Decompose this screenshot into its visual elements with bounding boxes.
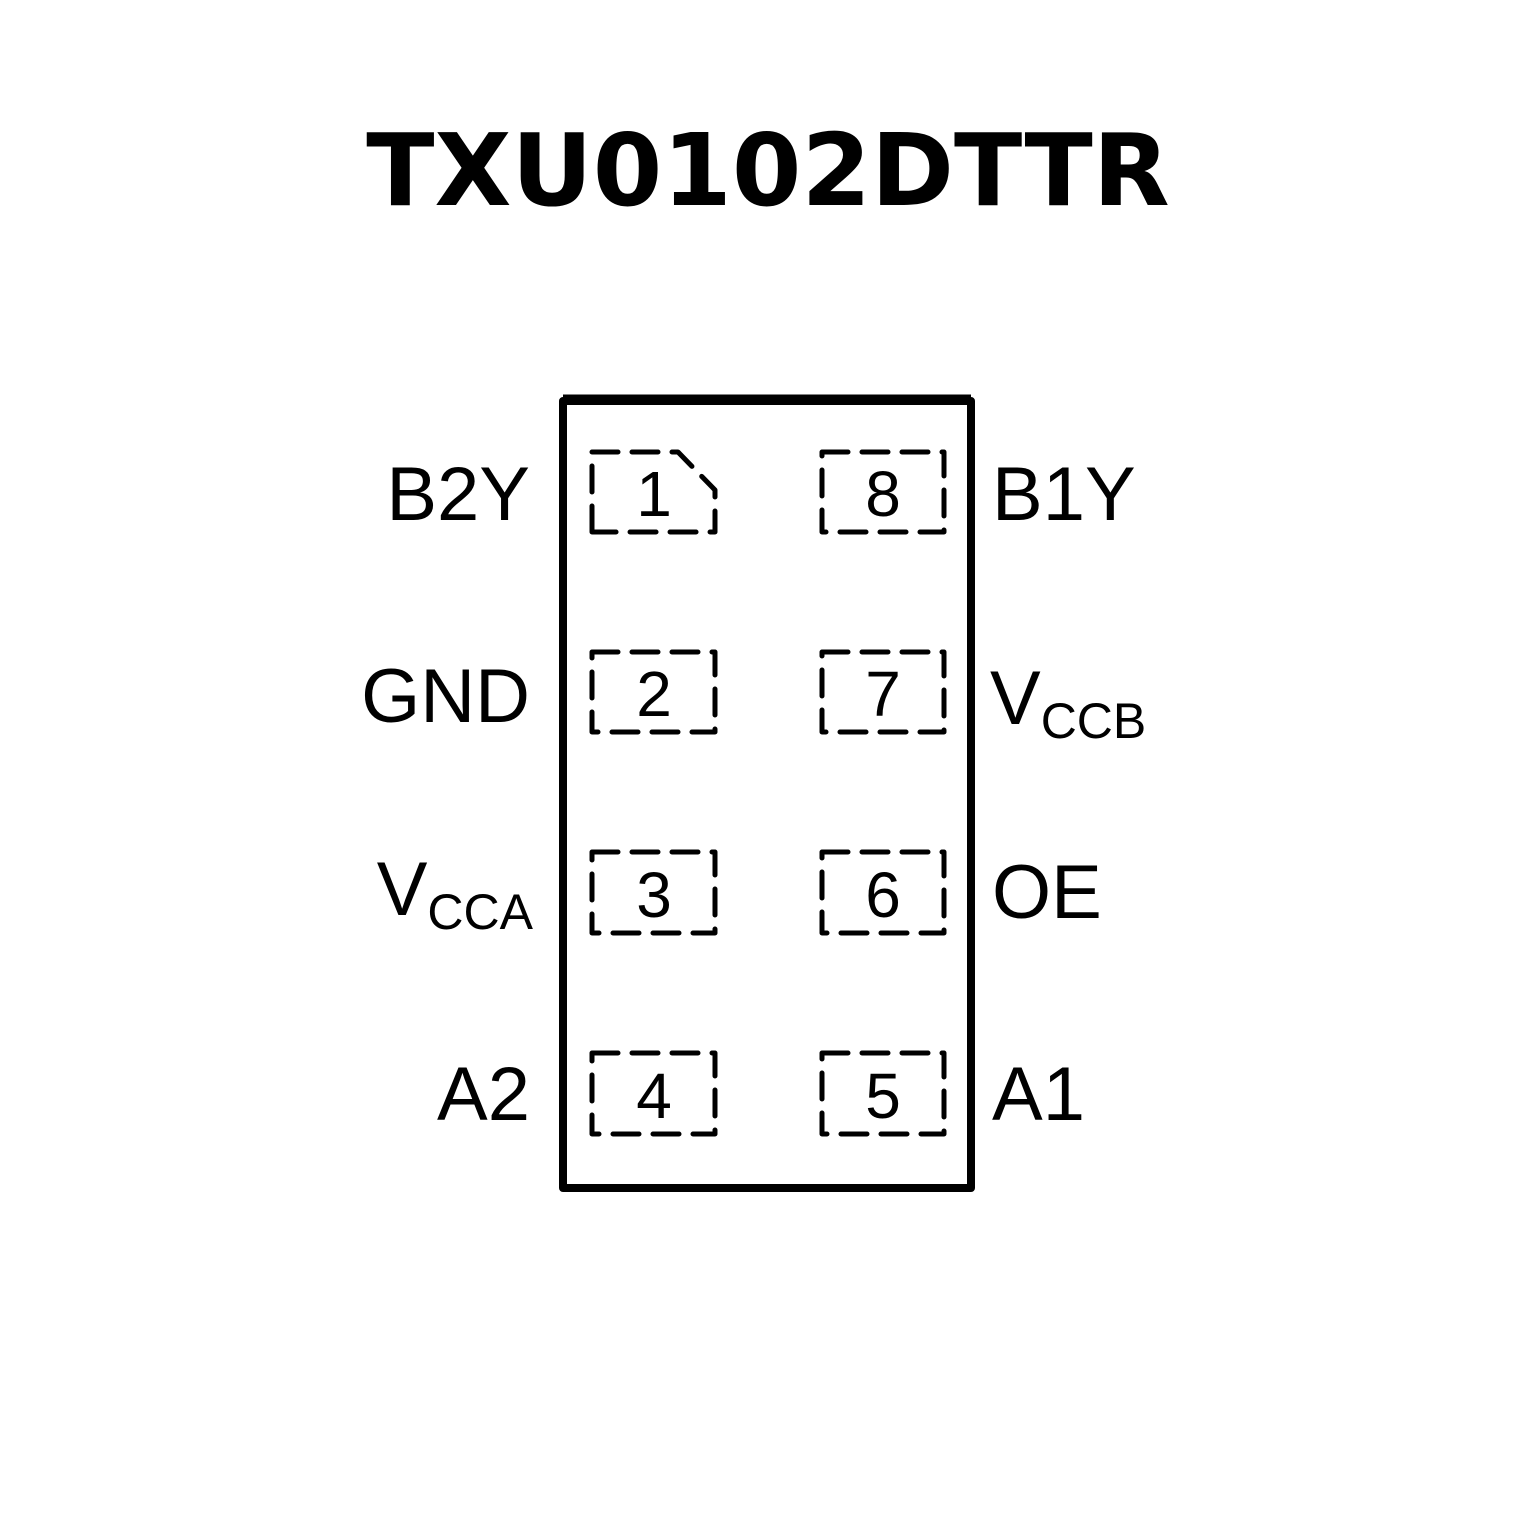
pin-number-2: 2: [636, 658, 672, 730]
pad-7: [819, 649, 947, 735]
pin-label-1: B2Y: [386, 452, 530, 537]
pin-number-8: 8: [865, 458, 901, 530]
pin-number-4: 4: [636, 1060, 672, 1132]
pin-label-6: OE: [992, 850, 1102, 935]
pin-label-3: VCCA: [377, 847, 534, 940]
pin-label-4: A2: [437, 1052, 530, 1137]
pad-3: [589, 849, 718, 936]
pad-6: [819, 849, 947, 936]
pin-number-5: 5: [865, 1060, 901, 1132]
pad-4: [589, 1050, 718, 1137]
pad-1: [589, 449, 718, 535]
pad-2: [589, 649, 718, 735]
pin-number-1: 1: [636, 458, 672, 530]
pin-label-8: B1Y: [992, 452, 1136, 537]
pad-8: [819, 449, 947, 535]
pin-number-7: 7: [865, 658, 901, 730]
package-body: [559, 394, 975, 1192]
pin-number-6: 6: [865, 859, 901, 931]
pin-label-2: GND: [361, 654, 530, 739]
pin-label-7: VCCB: [990, 656, 1146, 749]
part-number-title: TXU0102DTTR: [366, 112, 1170, 229]
pin-label-5: A1: [992, 1052, 1085, 1137]
pad-5: [819, 1050, 947, 1137]
pin-number-3: 3: [636, 859, 672, 931]
